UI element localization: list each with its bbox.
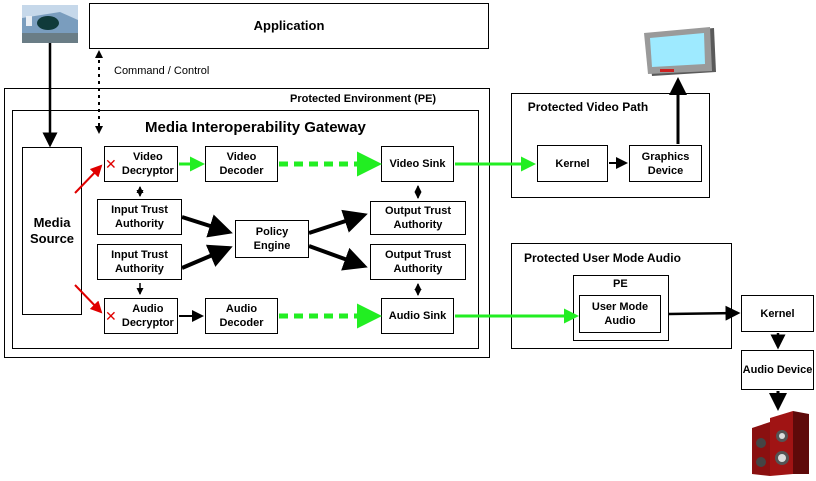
output-trust-authority-top-box: Output Trust Authority: [370, 201, 466, 235]
output-trust-authority-bottom-box: Output Trust Authority: [370, 244, 466, 280]
pe-label: PE: [613, 278, 628, 290]
policy-to-ota-bottom-arrow: [308, 244, 368, 271]
video-kernel-box: Kernel: [537, 145, 608, 182]
audio-sink-label: Audio Sink: [388, 310, 447, 322]
speakers-icon: [752, 411, 809, 476]
media-source-label: Media Source: [29, 215, 75, 246]
video-sink-label: Video Sink: [389, 158, 446, 170]
input-trust-authority-top-label: Input Trust Authority: [111, 204, 168, 230]
audio-kernel-label: Kernel: [760, 307, 795, 320]
graphics-device-box: Graphics Device: [629, 145, 702, 182]
unprotected-audio-arrow: [74, 284, 103, 314]
user-mode-audio-label: User Mode Audio: [591, 301, 649, 327]
application-label: Application: [253, 18, 325, 33]
media-file-icon: [22, 5, 78, 43]
input-trust-authority-top-box: Input Trust Authority: [97, 199, 182, 235]
output-trust-authority-bottom-label: Output Trust Authority: [385, 249, 451, 275]
ita-bottom-to-policy-arrow: [181, 244, 233, 270]
command-control-arrowhead-up: [95, 50, 103, 58]
policy-to-ota-top-arrow: [308, 209, 368, 235]
pe-audio-region: [573, 275, 669, 341]
media-interoperability-gateway-region: [12, 110, 479, 349]
policy-engine-label: Policy Engine: [253, 226, 291, 252]
protected-environment-label: Protected Environment (PE): [290, 93, 437, 105]
audio-device-box: Audio Device: [741, 350, 814, 390]
user-mode-audio-box: User Mode Audio: [579, 295, 661, 333]
graphics-device-label: Graphics Device: [641, 150, 690, 177]
input-trust-authority-bottom-box: Input Trust Authority: [97, 244, 182, 280]
audio-device-label: Audio Device: [742, 364, 813, 376]
media-source-box: Media Source: [22, 147, 82, 315]
command-control-arrowhead-down: [95, 126, 103, 134]
audio-decryptor-label: Audio Decryptor: [121, 303, 174, 329]
protected-video-path-label: Protected Video Path: [527, 100, 649, 114]
protected-user-mode-audio-region: [511, 243, 732, 349]
unprotected-mark-icon: ✕: [105, 308, 117, 324]
unprotected-mark-icon: ✕: [105, 156, 117, 172]
audio-decryptor-box: ✕Audio Decryptor: [104, 298, 178, 334]
policy-engine-box: Policy Engine: [235, 220, 309, 258]
video-kernel-label: Kernel: [555, 157, 590, 170]
monitor-icon: [644, 27, 716, 76]
video-decoder-label: Video Decoder: [219, 151, 264, 177]
gateway-title: Media Interoperability Gateway: [145, 119, 366, 136]
video-decryptor-box: ✕Video Decryptor: [104, 146, 178, 182]
unprotected-video-arrow: [74, 164, 103, 194]
audio-sink-box: Audio Sink: [381, 298, 454, 334]
audio-decoder-box: Audio Decoder: [205, 298, 278, 334]
protected-environment-region: [4, 88, 490, 358]
video-sink-box: Video Sink: [381, 146, 454, 182]
command-control-label: Command / Control: [114, 65, 210, 77]
output-trust-authority-top-label: Output Trust Authority: [385, 205, 451, 231]
user-mode-to-kernel-arrow: [668, 305, 741, 321]
protected-user-mode-audio-label: Protected User Mode Audio: [524, 251, 681, 265]
video-decoder-box: Video Decoder: [205, 146, 278, 182]
application-box: Application: [89, 3, 489, 49]
protected-video-path-region: [511, 93, 710, 198]
video-decryptor-label: Video Decryptor: [121, 151, 174, 177]
ita-top-to-policy-arrow: [181, 214, 233, 238]
audio-kernel-box: Kernel: [741, 295, 814, 332]
audio-decoder-label: Audio Decoder: [219, 303, 264, 329]
input-trust-authority-bottom-label: Input Trust Authority: [111, 249, 168, 275]
